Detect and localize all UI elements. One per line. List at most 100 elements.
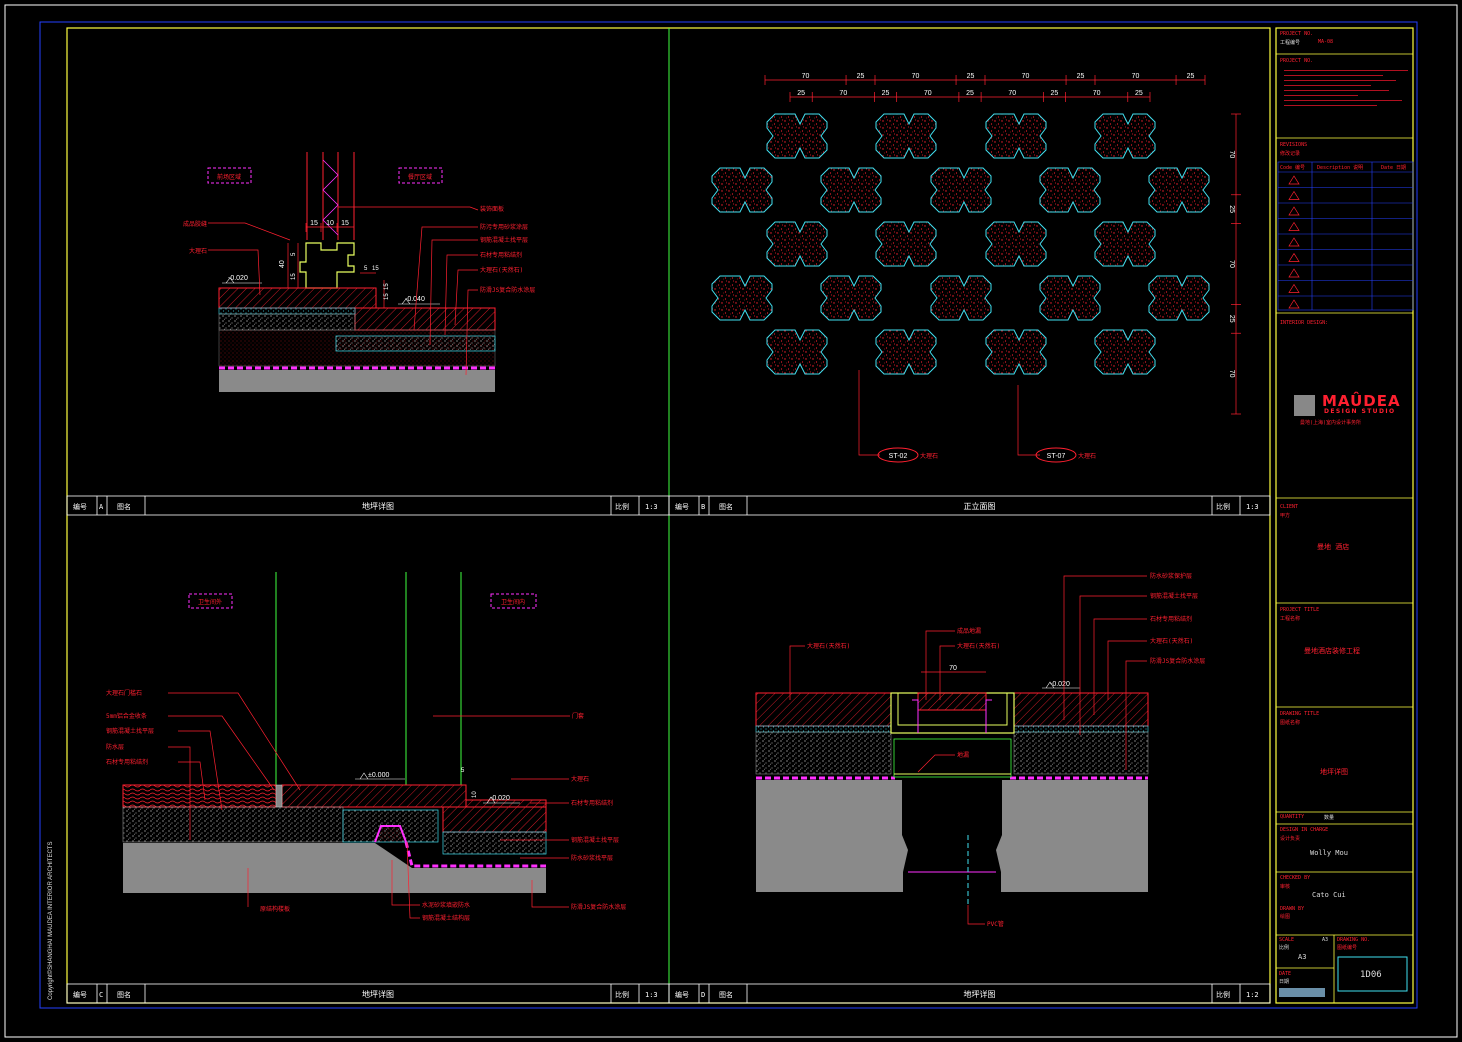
tb-project-no-sub: 工程编号 — [1280, 40, 1301, 46]
note-d-t1: 成品地漏 — [957, 627, 981, 635]
tb-scale: A3 — [1298, 953, 1307, 961]
revision-table — [1277, 161, 1414, 311]
note-a-4: 石材专用粘结剂 — [480, 251, 522, 259]
top-dim-label: 25 — [1077, 73, 1085, 80]
level-a-1: -0.020 — [228, 275, 248, 282]
caption-name-label-d: 图名 — [719, 990, 733, 999]
paver-tile — [766, 113, 828, 159]
revision-triangle-icon — [1288, 175, 1300, 185]
sub-dim-label: 25 — [882, 90, 890, 97]
note-c-b1: 原结构楼板 — [260, 905, 290, 913]
caption-title-d: 地坪详图 — [964, 989, 996, 999]
paver-tile — [985, 113, 1047, 159]
dim-a-6: 15 — [291, 273, 297, 280]
paver-tile — [820, 167, 882, 213]
caption-num-label-a: 编号 — [73, 502, 87, 511]
caption-name-label-b: 图名 — [719, 502, 733, 511]
tb-scale-small: A3 — [1322, 937, 1329, 943]
tb-client-sub: 甲方 — [1280, 513, 1291, 519]
caption-letter-d: D — [701, 991, 705, 999]
paver-tile — [930, 275, 992, 321]
paver-tile — [875, 113, 937, 159]
paver-tile — [985, 329, 1047, 375]
paver-tile — [875, 329, 937, 375]
tb-drawing-no-sub: 图纸编号 — [1337, 945, 1358, 951]
note-c-r1: 门套 — [572, 712, 584, 720]
tb-notes-label: PROJECT NO. — [1280, 58, 1314, 64]
tb-project-no: MA-08 — [1318, 39, 1334, 45]
tb-date-label: DATE — [1279, 971, 1292, 977]
note-c-r6: 防滑JS复合防水涂层 — [571, 903, 626, 911]
revision-triangle-icon — [1288, 268, 1300, 278]
tb-quantity-label: QUANTITY — [1280, 814, 1305, 820]
note-d-r4: 大理石(天然石) — [1150, 637, 1193, 645]
caption-num-label-b: 编号 — [675, 502, 689, 511]
caption-name-label-c: 图名 — [117, 990, 131, 999]
dim-a-2: 10 — [326, 220, 334, 227]
note-c-b3: 钢筋混凝土结构层 — [422, 914, 470, 922]
caption-title-c: 地坪详图 — [362, 989, 394, 999]
caption-scale-c: 1:3 — [645, 991, 658, 999]
tb-scale-label: SCALE — [1279, 937, 1295, 943]
side-dim-label: 25 — [1228, 315, 1235, 323]
callout-st02: ST-02 — [889, 453, 908, 460]
sub-dim-label: 25 — [797, 90, 805, 97]
tb-revisions-sub: 修改记录 — [1280, 151, 1301, 157]
top-dim-label: 70 — [912, 73, 920, 80]
level-c-1: ±0.000 — [368, 772, 389, 779]
drawing-no-box — [1337, 956, 1408, 992]
panel-d-detail: 70 -0.020 防水砂浆保护层 钢筋混凝土找平层 石材专用粘结剂 大理石(天… — [755, 572, 1205, 928]
caption-strip-b — [668, 495, 1271, 516]
inner-frame — [39, 21, 1418, 1009]
logo-name: MAÛDEA — [1322, 392, 1401, 410]
title-block-frame — [1275, 27, 1414, 1004]
callout-st07: ST-07 — [1047, 453, 1066, 460]
tb-drawing-no: 1D06 — [1360, 970, 1382, 980]
caption-title-b: 正立面图 — [964, 501, 996, 511]
sub-dim-label: 25 — [1051, 90, 1059, 97]
dim-a-1: 15 — [310, 220, 318, 227]
tb-checker: Cato Cui — [1312, 891, 1346, 899]
note-c-l2: 5mm铝合金收条 — [106, 712, 147, 720]
dim-a-7: 15 — [384, 293, 390, 300]
tb-project-title: 曼地酒店装修工程 — [1304, 647, 1360, 655]
panel-c-tag-left: 卫生间外 — [198, 598, 222, 606]
caption-title-a: 地坪详图 — [362, 501, 394, 511]
copyright-text: Copyright©SHANGHAI MAUDEA INTERIOR ARCHI… — [48, 841, 54, 1000]
panel-c-detail: 卫生间外 卫生间内 ±0.000 -0.020 5 10 — [106, 572, 626, 922]
note-d-t2: 大理石(天然石) — [957, 642, 1000, 650]
caption-scale-label-b: 比例 — [1216, 502, 1230, 511]
tb-notes-lines — [1284, 66, 1408, 110]
tb-project-title-label: PROJECT TITLE — [1280, 607, 1320, 613]
tb-drawn-label: DRAWN BY — [1280, 906, 1305, 912]
dim-a-4: 40 — [279, 260, 286, 268]
paver-tiles — [711, 113, 1210, 375]
note-a-3: 钢筋混凝土找平层 — [480, 236, 528, 244]
caption-letter-a: A — [99, 503, 104, 511]
dim-a-8: 15 — [384, 283, 390, 290]
note-c-r5: 防水砂浆找平层 — [571, 854, 613, 862]
tb-client: 曼地 酒店 — [1317, 543, 1350, 551]
tb-project-title-sub: 工程名称 — [1280, 616, 1301, 622]
top-dim-label: 70 — [1022, 73, 1030, 80]
tb-checked-sub: 审核 — [1280, 884, 1291, 890]
note-d-drain: 地漏 — [957, 751, 969, 759]
note-a-2: 防污专用砂浆涂层 — [480, 223, 528, 231]
paver-tile — [766, 221, 828, 267]
paver-tile — [985, 221, 1047, 267]
caption-scale-a: 1:3 — [645, 503, 658, 511]
paver-tile — [1039, 167, 1101, 213]
caption-num-label-c: 编号 — [73, 990, 87, 999]
sub-dim-label: 70 — [1008, 90, 1016, 97]
note-c-l3: 钢筋混凝土找平层 — [106, 727, 154, 735]
caption-scale-label-a: 比例 — [615, 502, 629, 511]
sub-dim-label: 25 — [1135, 90, 1143, 97]
dim-a-5: 5 — [291, 252, 297, 256]
dim-d: 70 — [949, 665, 957, 672]
top-dim-label: 25 — [967, 73, 975, 80]
level-c-2: -0.020 — [490, 795, 510, 802]
tb-scale-sub: 比例 — [1279, 945, 1290, 951]
date-bar — [1279, 988, 1325, 997]
dim-c-1: 5 — [461, 768, 465, 774]
